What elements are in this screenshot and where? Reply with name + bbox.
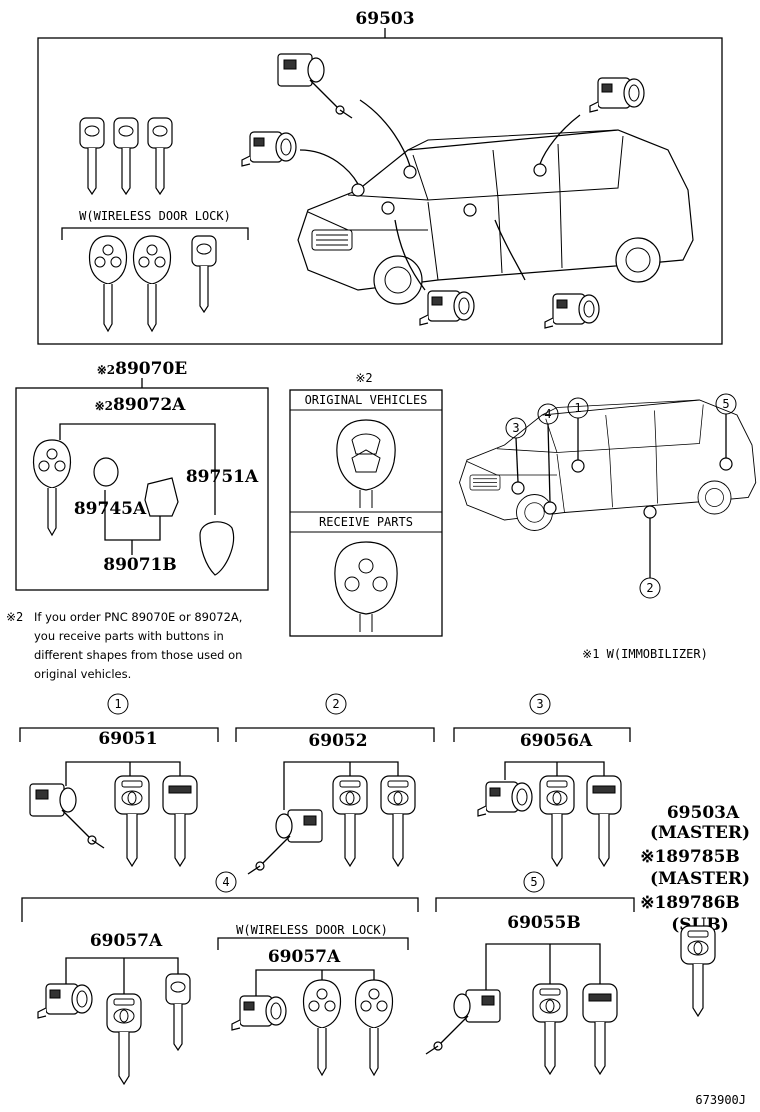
key-icon	[539, 775, 622, 867]
immobilizer-note: ※1 W(IMMOBILIZER)	[582, 647, 708, 661]
set-number: 2	[332, 697, 339, 711]
svg-text:3: 3	[512, 421, 519, 435]
master-key-list: 69503A (MASTER) ※189785B (MASTER) ※18978…	[640, 803, 750, 935]
svg-text:※289070E: ※289070E	[97, 359, 188, 379]
set-part-number: 69052	[308, 731, 367, 751]
set-number: 4	[222, 875, 229, 889]
wireless-label-set4: W(WIRELESS DOOR LOCK)	[236, 923, 388, 937]
compare-frame	[289, 389, 443, 637]
set-part-number: 69056A	[520, 731, 593, 751]
door-lock-icon	[425, 989, 501, 1055]
wireless-label-top: W(WIRELESS DOOR LOCK)	[79, 209, 231, 223]
set-part-number: 69055B	[507, 913, 581, 933]
vehicle-illustration	[297, 129, 694, 305]
main-part-number: 69503	[355, 9, 414, 29]
receive-parts-label: RECEIVE PARTS	[319, 515, 413, 529]
remote-head-original-icon	[336, 419, 396, 508]
compare-mark: ※2	[355, 371, 372, 385]
svg-text:(MASTER): (MASTER)	[650, 869, 750, 889]
original-vehicles-label: ORIGINAL VEHICLES	[305, 393, 428, 407]
master-key-icon	[680, 925, 716, 1017]
door-lock-icon	[29, 783, 105, 849]
svg-text:2: 2	[646, 581, 653, 595]
inner-mark: ※2	[95, 399, 113, 413]
remote-inner-part: 89072A	[113, 395, 186, 415]
lock-cylinder-icon	[477, 781, 533, 817]
svg-text:4: 4	[544, 407, 551, 421]
button-cap-icon	[93, 457, 119, 487]
remote-outer-part: 89070E	[115, 359, 187, 379]
outer-mark: ※2	[97, 363, 115, 377]
remote-key-icon	[32, 439, 72, 536]
key-icon	[114, 775, 198, 867]
footnote-line: different shapes from those used on	[34, 648, 242, 662]
svg-text:※189785B: ※189785B	[640, 847, 740, 867]
set-sub-part-number: 69057A	[268, 947, 341, 967]
door-lock-icon	[247, 809, 323, 875]
remote-group-frame	[15, 387, 269, 591]
footnote-mark: ※2	[6, 610, 23, 624]
case-part-number: 89751A	[186, 467, 259, 487]
svg-text:69503A: 69503A	[667, 803, 740, 823]
remote-key-icon	[302, 979, 394, 1076]
locator-dot	[511, 457, 733, 519]
main-assembly-frame	[37, 37, 723, 345]
footnote-line: you receive parts with buttons in	[34, 629, 224, 643]
svg-text:5: 5	[722, 397, 729, 411]
svg-text:※189786B: ※189786B	[640, 893, 740, 913]
svg-text:※289072A: ※289072A	[95, 395, 187, 415]
battery-icon	[144, 477, 179, 517]
footnote-line: If you order PNC 89070E or 89072A,	[34, 610, 242, 624]
key-icon	[79, 117, 173, 195]
key-icon	[532, 983, 618, 1075]
key-icon	[332, 775, 416, 867]
set-part-number: 69051	[98, 729, 157, 749]
svg-text:(MASTER): (MASTER)	[650, 823, 750, 843]
set-number: 5	[530, 875, 537, 889]
cap-part-number: 89745A	[74, 499, 147, 519]
arrow-icon	[299, 99, 581, 291]
key-case-icon	[199, 521, 235, 576]
set-part-number: 69057A	[90, 931, 163, 951]
figure-code: 673900J	[695, 1093, 746, 1107]
locator-vehicle	[459, 399, 757, 531]
key-icon	[106, 973, 191, 1085]
footnote-line: original vehicles.	[34, 667, 131, 681]
battery-part-number: 89071B	[103, 555, 177, 575]
lock-cylinder-icon	[37, 983, 93, 1019]
lock-cylinder-icon	[231, 995, 287, 1031]
locator-dot	[351, 163, 547, 217]
set-number: 1	[114, 697, 121, 711]
remote-key-icon	[88, 235, 217, 332]
locator-number: 3 4 1 2 5	[505, 393, 737, 599]
set-number: 3	[536, 697, 543, 711]
remote-head-receive-icon	[334, 541, 398, 632]
svg-text:1: 1	[574, 401, 581, 415]
